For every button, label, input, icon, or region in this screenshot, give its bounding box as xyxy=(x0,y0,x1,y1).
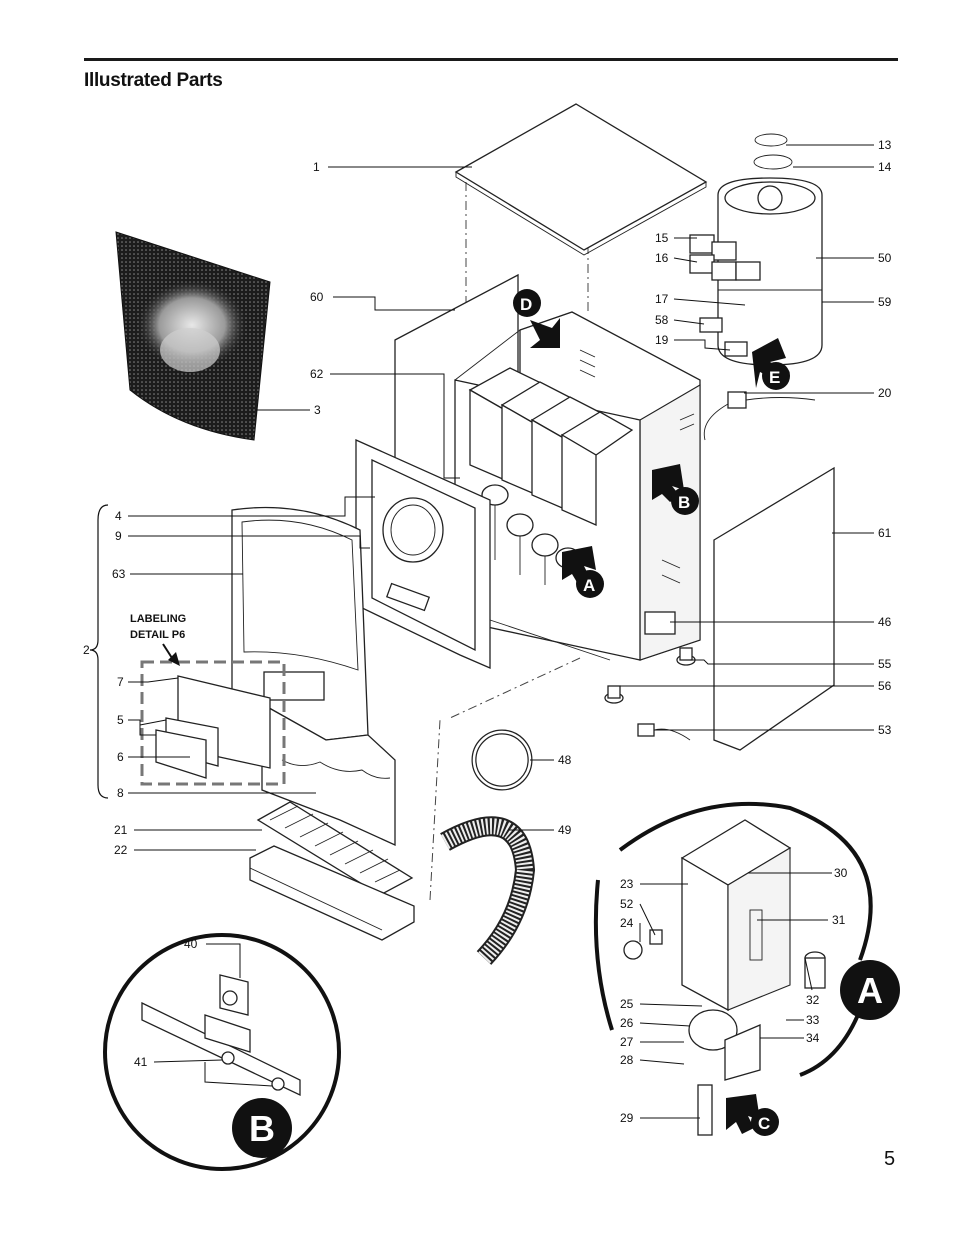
callout-60: 60 xyxy=(310,290,324,304)
callout-52: 52 xyxy=(620,897,634,911)
callout-62: 62 xyxy=(310,367,324,381)
bracket-detail xyxy=(141,974,301,1097)
callout-55: 55 xyxy=(878,657,892,671)
callout-27: 27 xyxy=(620,1035,634,1049)
leader-lines xyxy=(128,144,874,1119)
callout-63: 63 xyxy=(112,567,126,581)
page-number: 5 xyxy=(884,1148,896,1170)
callout-29: 29 xyxy=(620,1111,634,1125)
detail-view-a-badge: A xyxy=(840,960,900,1020)
header-rule xyxy=(84,58,898,61)
labeling-detail-box xyxy=(140,660,286,786)
callout-4: 4 xyxy=(115,509,122,523)
svg-text:C: C xyxy=(758,1114,770,1133)
callout-14: 14 xyxy=(878,160,892,174)
callout-28: 28 xyxy=(620,1053,634,1067)
labeling-detail-line1: LABELING xyxy=(130,613,186,625)
callout-16: 16 xyxy=(655,251,669,265)
callout-46: 46 xyxy=(878,615,892,629)
callout-34: 34 xyxy=(806,1031,820,1045)
drip-tray xyxy=(249,801,415,941)
detail-a-circle xyxy=(618,801,873,961)
callout-61: 61 xyxy=(878,526,892,540)
detail-marker-c: C xyxy=(726,1094,779,1136)
front-graphic-panel xyxy=(115,231,271,441)
page-title: Illustrated Parts xyxy=(84,70,223,91)
svg-text:B: B xyxy=(678,493,690,512)
callout-26: 26 xyxy=(620,1016,634,1030)
power-cord xyxy=(703,391,816,441)
svg-text:D: D xyxy=(520,295,532,314)
callout-7: 7 xyxy=(117,675,124,689)
callout-17: 17 xyxy=(655,292,669,306)
callout-19: 19 xyxy=(655,333,669,347)
callout-20: 20 xyxy=(878,386,892,400)
callout-numbers: 1 60 62 3 4 9 63 2 7 5 6 8 21 22 13 14 1… xyxy=(83,138,892,1125)
detail-marker-d: D xyxy=(513,289,560,348)
callout-15: 15 xyxy=(655,231,669,245)
callout-2: 2 xyxy=(83,643,90,657)
drain-hose xyxy=(440,816,536,965)
callout-24: 24 xyxy=(620,916,634,930)
callout-32: 32 xyxy=(806,993,820,1007)
detail-b-circle xyxy=(103,933,341,1171)
wire-harness xyxy=(637,723,691,741)
labeling-detail-line2: DETAIL P6 xyxy=(130,629,185,641)
callout-30: 30 xyxy=(834,866,848,880)
callout-22: 22 xyxy=(114,843,128,857)
callout-49: 49 xyxy=(558,823,572,837)
solenoid-valves xyxy=(689,234,761,357)
label-parts xyxy=(155,675,271,779)
callout-3: 3 xyxy=(314,403,321,417)
door-frame xyxy=(355,438,491,669)
callout-59: 59 xyxy=(878,295,892,309)
callout-6: 6 xyxy=(117,750,124,764)
right-side-panel xyxy=(713,466,835,751)
svg-text:A: A xyxy=(583,576,595,595)
callout-25: 25 xyxy=(620,997,634,1011)
callout-56: 56 xyxy=(878,679,892,693)
svg-text:A: A xyxy=(857,970,883,1011)
detail-marker-b: B xyxy=(652,464,699,515)
group-brace xyxy=(89,504,109,799)
callout-5: 5 xyxy=(117,713,124,727)
callout-8: 8 xyxy=(117,786,124,800)
front-door-panel xyxy=(231,506,396,847)
detail-view-b-badge: B xyxy=(232,1098,292,1158)
callout-48: 48 xyxy=(558,753,572,767)
top-lid-part xyxy=(454,103,708,256)
alignment-line xyxy=(449,657,581,719)
detail-marker-a: A xyxy=(562,546,604,598)
alignment-line xyxy=(429,719,441,901)
callout-58: 58 xyxy=(655,313,669,327)
leveling-feet xyxy=(604,647,696,704)
callout-1: 1 xyxy=(313,160,320,174)
callout-13: 13 xyxy=(878,138,892,152)
callout-31: 31 xyxy=(832,913,846,927)
callout-53: 53 xyxy=(878,723,892,737)
callout-41: 41 xyxy=(134,1055,148,1069)
tubing-coil xyxy=(471,729,533,791)
svg-text:E: E xyxy=(769,368,780,387)
callout-40: 40 xyxy=(184,937,198,951)
callout-21: 21 xyxy=(114,823,128,837)
detail-marker-e: E xyxy=(752,338,790,390)
callout-33: 33 xyxy=(806,1013,820,1027)
canister-detail xyxy=(623,819,826,1136)
hot-water-tank xyxy=(717,133,823,366)
labeling-detail-arrow xyxy=(162,643,180,666)
svg-text:B: B xyxy=(249,1108,275,1149)
callout-9: 9 xyxy=(115,529,122,543)
callout-23: 23 xyxy=(620,877,634,891)
callout-50: 50 xyxy=(878,251,892,265)
